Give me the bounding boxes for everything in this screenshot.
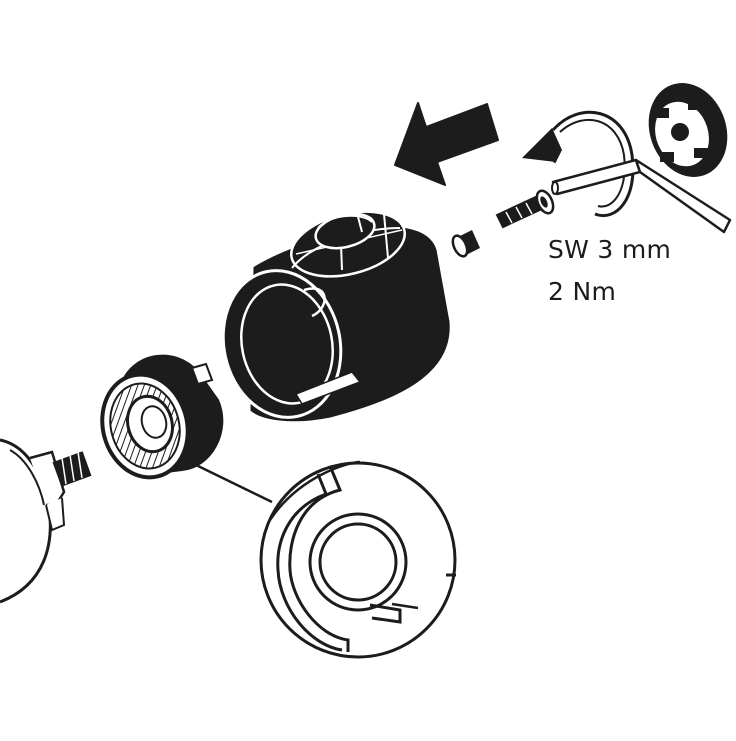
rotation-arrow-icon [522,110,635,218]
adapter-ring-icon [100,354,224,480]
torque-label: 2 Nm [548,277,617,306]
leader-line [195,463,273,504]
wrench-size-label: SW 3 mm [548,235,672,264]
hex-key-icon [551,158,732,234]
adapter-detail-icon [259,460,457,659]
assembly-arrow-icon [394,102,499,186]
valve-cartridge-icon [0,438,92,604]
socket-ring-icon [648,83,728,177]
retaining-screw-icon [495,189,555,229]
knob-body-icon [221,210,450,422]
cap-sleeve-icon [451,230,480,258]
